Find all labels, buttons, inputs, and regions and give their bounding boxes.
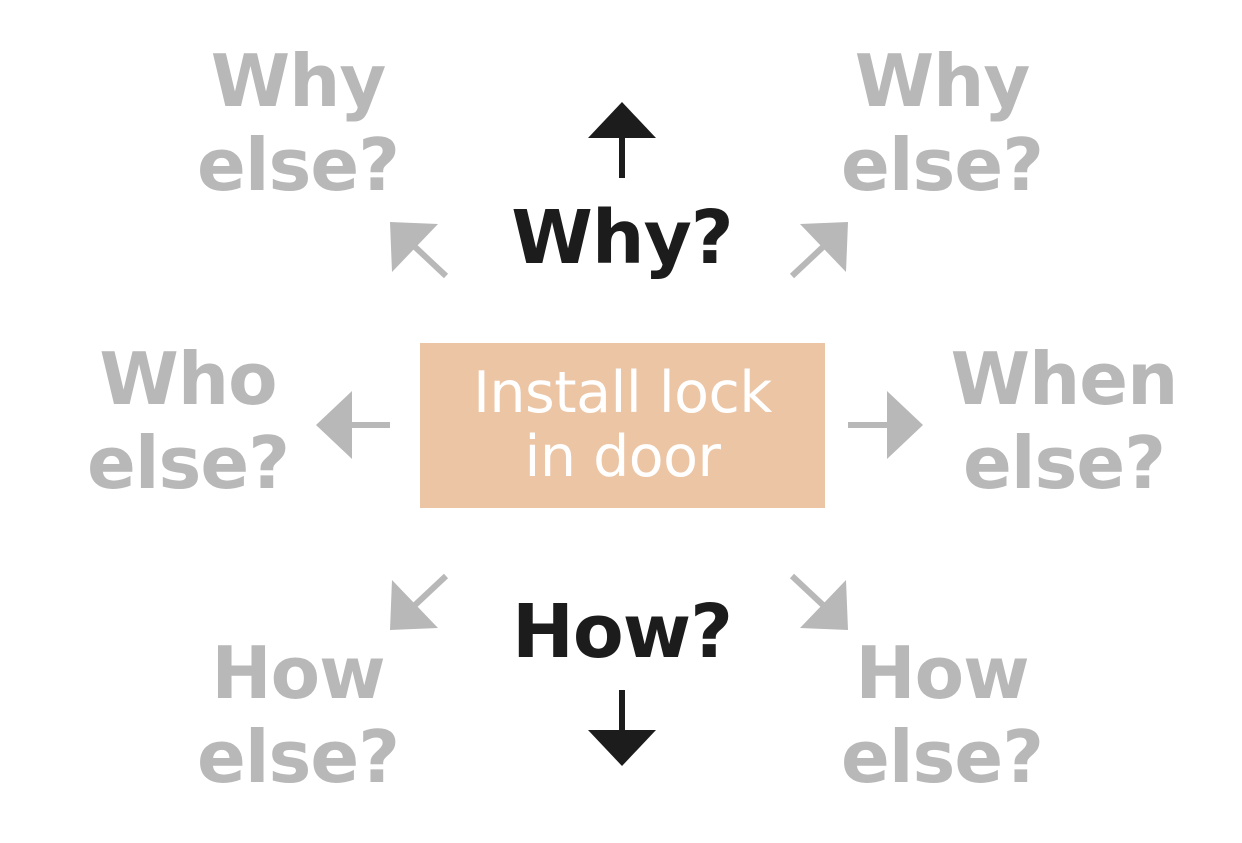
- up-left-arrow-icon: [390, 222, 449, 279]
- how-text: How?: [511, 589, 733, 675]
- how-else-right-line2: else?: [841, 714, 1044, 799]
- why-text: Why?: [511, 195, 733, 281]
- why-else-left-label: Why else?: [197, 39, 400, 207]
- down-right-arrow-icon: [789, 573, 848, 630]
- down-left-arrow-icon: [390, 573, 449, 630]
- who-else-line2: else?: [87, 420, 290, 505]
- when-else-line2: else?: [963, 420, 1166, 505]
- why-else-right-line2: else?: [841, 122, 1044, 207]
- how-else-left-line2: else?: [197, 714, 400, 799]
- why-else-right-line1: Why: [854, 39, 1031, 123]
- how-label: How?: [511, 589, 733, 676]
- who-else-line1: Who: [99, 337, 277, 421]
- why-else-right-label: Why else?: [841, 39, 1044, 207]
- why-label: Why?: [511, 195, 733, 282]
- center-label: Install lock in door: [473, 359, 772, 490]
- when-else-line1: When: [950, 337, 1179, 421]
- left-arrow-icon: [316, 391, 390, 459]
- why-else-left-line1: Why: [210, 39, 387, 123]
- how-else-left-label: How else?: [197, 631, 400, 799]
- when-else-label: When else?: [950, 337, 1179, 505]
- why-else-left-line2: else?: [197, 122, 400, 207]
- center-label-line1: Install lock: [473, 359, 772, 426]
- center-box: Install lock in door: [420, 343, 825, 508]
- right-arrow-icon: [848, 391, 923, 459]
- up-right-arrow-icon: [789, 222, 848, 279]
- who-else-label: Who else?: [87, 337, 290, 505]
- how-else-right-label: How else?: [841, 631, 1044, 799]
- up-arrow-icon: [588, 102, 656, 178]
- how-else-left-line1: How: [211, 631, 385, 715]
- down-arrow-icon: [588, 690, 656, 766]
- how-else-right-line1: How: [855, 631, 1029, 715]
- center-label-line2: in door: [524, 423, 721, 490]
